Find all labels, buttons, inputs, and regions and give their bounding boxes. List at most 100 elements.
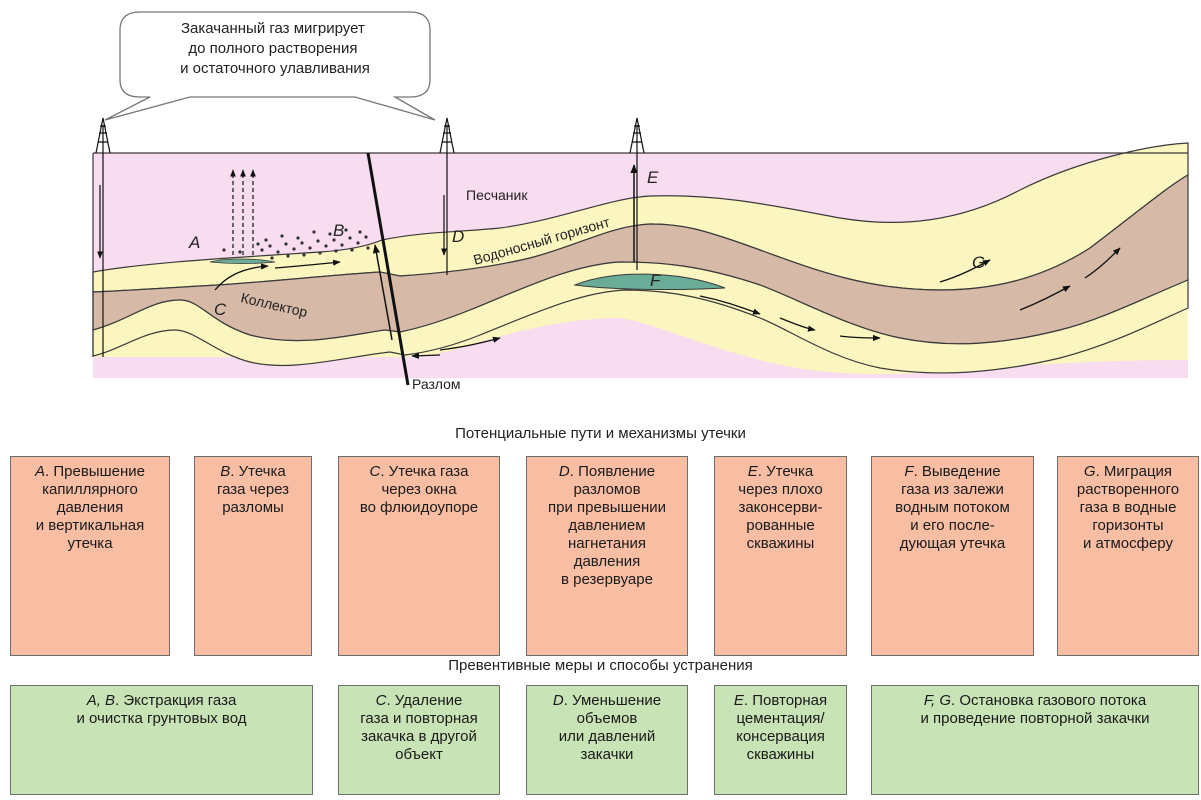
box-line: консервация [720,728,841,746]
box-line: D. Уменьшение [532,692,682,710]
box-text: . Превышение [45,463,145,480]
box-text: цементация/ [736,710,825,727]
well-left [95,117,111,357]
box-line: газа через [200,481,306,499]
box-line: давления [16,499,164,517]
gas-bubble [296,236,300,240]
gas-bubble [308,246,312,250]
box-text: во флюидоупоре [359,499,479,516]
callout-line-2: до полного растворения [188,40,357,57]
point-d-label: D [452,227,464,246]
box-line: дующая утечка [877,535,1028,553]
box-line: C. Утечка газа [344,463,494,481]
box-line: горизонты [1063,517,1193,535]
gas-bubble [256,242,260,246]
box-line: A. Превышение [16,463,164,481]
migration-callout [104,11,436,121]
box-line: через плохо [720,481,841,499]
box-text: законсерви- [738,499,823,516]
pathways-title: Потенциальные пути и механизмы утечки [455,425,746,442]
box-letter: A [35,463,46,480]
gas-bubble [276,250,280,254]
callout-line-1: Закачанный газ мигрирует [181,20,365,37]
box-line: F, G. Остановка газового потока [877,692,1193,710]
box-line: газа в водные [1063,499,1193,517]
box-line: закачки [532,746,682,764]
box-text: дующая утечка [899,535,1006,552]
box-line: и проведение повторной закачки [877,710,1193,728]
box-text: разломы [222,499,284,516]
gas-bubble [300,241,304,245]
point-b-label: B [333,221,344,240]
box-text: газа из залежи [901,481,1004,498]
gas-bubble [318,251,322,255]
box-text: газа через [216,481,290,498]
box-text: . Повторная [743,692,828,709]
gas-bubble [350,248,354,252]
box-line: объемов [532,710,682,728]
box-line: при превышении [532,499,682,517]
gas-bubble [302,253,306,257]
box-line: A, B. Экстракция газа [16,692,307,710]
box-text: . Остановка газового потока [951,692,1147,709]
box-text: водным потоком [895,499,1010,516]
gas-bubble [284,242,288,246]
box-line: и очистка грунтовых вод [16,710,307,728]
point-e-label: E [647,168,659,187]
box-text: . Утечка [757,463,814,480]
fault-arrow [372,244,393,341]
box-text: консервация [736,728,825,745]
box-line: разломов [532,481,682,499]
box-line: C. Удаление [344,692,494,710]
fault-label: Разлом [412,376,461,392]
box-text: . Утечка [230,463,286,480]
box-line: или давлений [532,728,682,746]
box-line: и вертикальная [16,517,164,535]
gas-bubble [328,232,332,236]
box-text: газа и повторная [360,710,478,727]
box-text: через окна [381,481,457,498]
box-letter: E [747,463,758,480]
box-line: газа и повторная [344,710,494,728]
box-line: рованные [720,517,841,535]
box-line: в резервуаре [532,571,682,589]
box-line: газа из залежи [877,481,1028,499]
box-text: и проведение повторной закачки [920,710,1150,727]
gas-trap-f [573,273,726,291]
box-letter: A, B [86,692,116,709]
box-letter: B [220,463,231,480]
gas-bubble [340,243,344,247]
gas-bubble [344,228,348,232]
box-text: . Появление [569,463,656,480]
point-g-label: G [972,253,985,272]
box-text: закачка в другой [361,728,477,745]
box-line: B. Утечка [200,463,306,481]
box-text: рованные [746,517,815,534]
box-line: скважины [720,746,841,764]
box-line: капиллярного [16,481,164,499]
box-text: и атмосферу [1083,535,1173,552]
box-line: E. Повторная [720,692,841,710]
box-text: . Утечка газа [380,463,469,480]
gas-bubble [364,235,368,239]
sandstone-label: Песчаник [466,187,528,203]
box-text: объект [395,746,443,763]
gas-bubble [260,248,264,252]
box-line: D. Появление [532,463,682,481]
box-letter: E [733,692,744,709]
box-text: разломов [573,481,641,498]
box-letter: C [375,692,387,709]
box-text: горизонты [1092,517,1164,534]
box-text: давлением [568,517,646,534]
gas-bubble [268,244,272,248]
box-line: скважины [720,535,841,553]
gas-bubble [358,230,362,234]
gas-bubble [292,247,296,251]
